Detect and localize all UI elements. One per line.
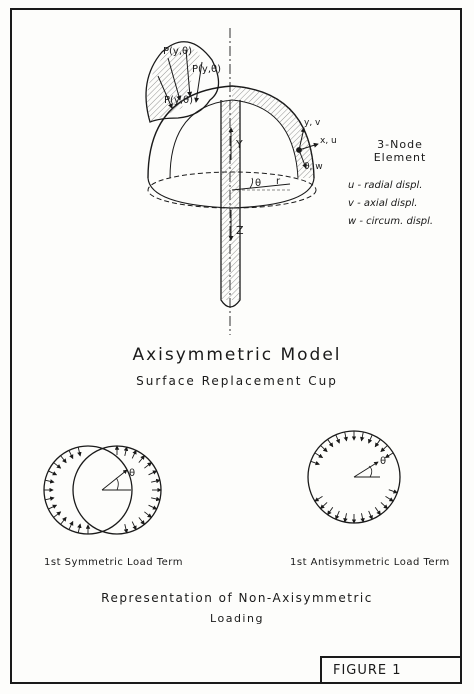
stem (220, 100, 241, 308)
yv-label: y, v (304, 118, 321, 128)
load-arrow (138, 455, 145, 463)
load-arrow (335, 434, 340, 444)
load-arrow (327, 507, 334, 516)
load-arrow (138, 517, 145, 525)
load-arrow (77, 447, 82, 457)
load-arrow (53, 462, 62, 469)
load-arrow (320, 445, 328, 453)
load-arrow (77, 523, 82, 533)
antisym-theta-label: θ (380, 456, 387, 467)
load-arrow (368, 434, 373, 444)
sym-theta-label: θ (129, 468, 136, 479)
note-circum: w - circum. displ. (348, 216, 434, 227)
load-arrow (374, 507, 381, 516)
load-arrow (48, 470, 58, 476)
load-arrow (360, 513, 365, 523)
load-arrow (388, 489, 398, 494)
axis-y-label: Y (236, 138, 243, 151)
page-border (10, 8, 462, 684)
load-arrow (48, 504, 58, 510)
load-arrow (144, 462, 152, 469)
note-axial: v - axial displ. (348, 198, 418, 209)
figure-label: FIGURE 1 (333, 663, 402, 678)
load-arrow (335, 510, 340, 520)
load-arrow (319, 502, 328, 510)
load-arrow (374, 439, 381, 448)
load-arrow (131, 521, 137, 531)
load-arrow (314, 496, 323, 502)
load-arrow (343, 431, 348, 442)
note-radial: u - radial displ. (348, 180, 423, 191)
model-subtitle: Surface Replacement Cup (136, 374, 338, 388)
xu-label: x, u (320, 136, 337, 146)
load-arrow (148, 504, 158, 510)
load-arrow (380, 502, 389, 510)
load-arrow (368, 510, 373, 520)
representation-line-1: Representation of Non-Axisymmetric (101, 591, 373, 605)
element-label: 3-Node Element (373, 138, 427, 164)
load-arrow (314, 452, 324, 458)
load-arrow (68, 450, 74, 460)
load-arrow (68, 520, 74, 530)
radius-label: r (276, 176, 281, 187)
load-arrow (123, 524, 129, 534)
radius-line (231, 183, 291, 191)
load-arrow (148, 470, 158, 476)
load-arrow (60, 516, 67, 525)
pressure-label-3: P(y,θ) (164, 95, 194, 106)
load-arrow (310, 460, 320, 466)
load-arrow (123, 446, 129, 456)
load-arrow (343, 513, 348, 523)
load-arrow (327, 439, 334, 448)
load-arrow (385, 496, 394, 502)
load-arrow (144, 511, 152, 518)
representation-line-2: Loading (210, 612, 264, 625)
load-arrow (151, 478, 161, 484)
figure-box (320, 656, 462, 684)
cup-model (145, 28, 319, 335)
antisymmetric-load-diagram (307, 430, 401, 524)
antisymmetric-caption: 1st Antisymmetric Load Term (290, 557, 450, 568)
pressure-label-1: P(y,θ) (163, 46, 193, 57)
load-arrow (60, 455, 67, 464)
symmetric-caption: 1st Symmetric Load Term (44, 557, 183, 568)
load-arrow (360, 431, 365, 442)
load-arrow (131, 449, 137, 459)
load-arrow (380, 445, 388, 453)
axis-z-label: Z (236, 224, 244, 237)
model-title: Axisymmetric Model (132, 345, 342, 365)
load-arrow (384, 452, 394, 458)
pressure-load-blob (145, 41, 220, 123)
thw-label: θ, w (304, 162, 323, 172)
theta-label: θ (255, 178, 262, 189)
load-arrow (151, 496, 161, 502)
load-arrow (53, 511, 62, 518)
load-arrow (45, 479, 55, 484)
load-arrow (45, 496, 55, 501)
pressure-label-2: P(y,θ) (192, 64, 222, 75)
symmetric-load-diagram (43, 445, 162, 535)
